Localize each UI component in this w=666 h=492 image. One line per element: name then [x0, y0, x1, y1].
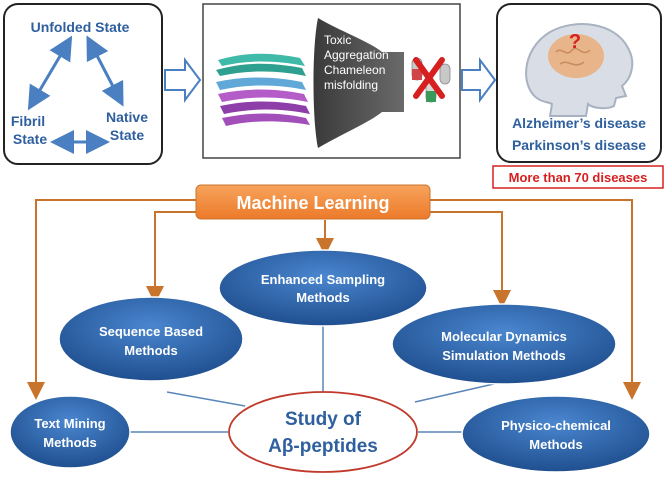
flow-arrow-1: [164, 57, 202, 103]
head-brain-icon: ?: [525, 23, 634, 117]
disease-count-badge: More than 70 diseases: [492, 165, 664, 189]
fibril-state-label-1: Fibril: [11, 113, 45, 129]
machine-learning-label: Machine Learning: [236, 193, 389, 213]
ml-to-text-mining-arrow: [27, 199, 196, 400]
unfolded-fibril-arrow: [27, 35, 73, 111]
fibril-state-label-2: State: [13, 131, 47, 147]
enhanced-sampling-label-1: Enhanced Sampling: [261, 272, 385, 287]
alzheimers-label: Alzheimer’s disease: [512, 115, 646, 131]
funnel-text-1: Toxic: [324, 33, 351, 47]
funnel-text-2: Aggregation: [324, 48, 389, 62]
parkinsons-label: Parkinson’s disease: [512, 137, 646, 153]
text-mining-label-2: Methods: [43, 435, 96, 450]
question-mark-icon: ?: [569, 31, 581, 53]
unfolded-native-arrow: [86, 35, 124, 107]
unfolded-state-label: Unfolded State: [31, 19, 130, 35]
molecular-dynamics-label-1: Molecular Dynamics: [441, 329, 567, 344]
center-connectors: [125, 326, 499, 433]
enhanced-sampling-oval: Enhanced Sampling Methods: [218, 249, 428, 327]
sequence-based-label-2: Methods: [124, 343, 177, 358]
study-label-1: Study of: [285, 409, 362, 430]
funnel-box: Toxic Aggregation Chameleon misfolding: [202, 3, 461, 159]
study-center-oval: Study of Aβ-peptides: [228, 391, 418, 473]
molecular-dynamics-label-2: Simulation Methods: [442, 348, 566, 363]
physico-chemical-label-2: Methods: [529, 437, 582, 452]
disease-box: ? Alzheimer’s disease Parkinson’s diseas…: [496, 3, 662, 163]
ml-connectors: [27, 199, 641, 400]
native-state-label-1: Native: [106, 109, 148, 125]
fibril-structure-icon: [216, 53, 310, 126]
sequence-based-label-1: Sequence Based: [99, 324, 203, 339]
enhanced-sampling-label-2: Methods: [296, 290, 349, 305]
physico-chemical-oval: Physico-chemical Methods: [461, 395, 651, 473]
red-x-icon: [413, 57, 445, 99]
ml-to-md-arrow: [400, 211, 511, 308]
states-box: Unfolded State Fibril State Native State: [3, 3, 163, 165]
funnel-icon: [313, 18, 404, 148]
disease-count-label: More than 70 diseases: [509, 170, 648, 185]
funnel-text-3: Chameleon: [324, 63, 385, 77]
study-label-2: Aβ-peptides: [268, 436, 378, 457]
molecular-dynamics-oval: Molecular Dynamics Simulation Methods: [391, 303, 617, 385]
text-mining-oval: Text Mining Methods: [9, 395, 131, 469]
physico-chemical-label-1: Physico-chemical: [501, 418, 611, 433]
sequence-based-oval: Sequence Based Methods: [58, 296, 244, 382]
flow-arrow-2: [461, 57, 497, 103]
text-mining-label-1: Text Mining: [34, 416, 105, 431]
funnel-text-4: misfolding: [324, 78, 378, 92]
ml-to-physico-arrow: [430, 199, 641, 400]
native-state-label-2: State: [110, 127, 144, 143]
medicine-pills-icon: [411, 57, 451, 103]
machine-learning-box: Machine Learning: [195, 184, 431, 220]
